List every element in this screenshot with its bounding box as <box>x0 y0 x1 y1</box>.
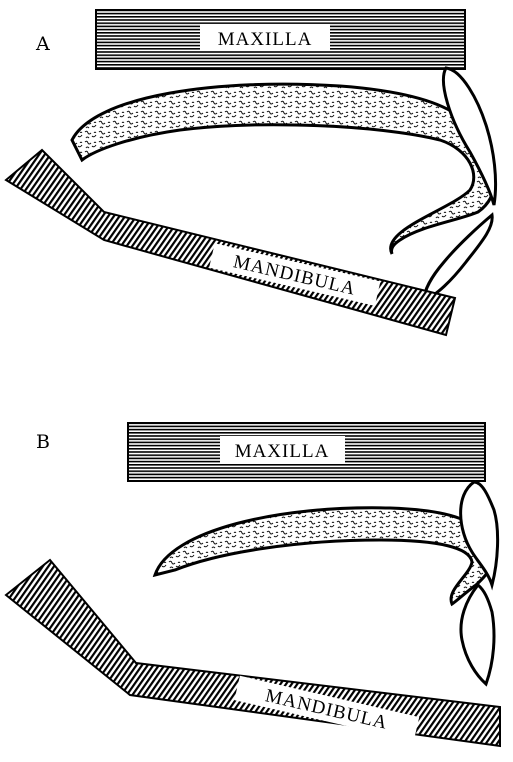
panel-a-mandible-bar <box>6 150 455 335</box>
panel-b-maxilla: MAXILLA <box>128 423 485 481</box>
panel-b-maxilla-label: MAXILLA <box>235 441 330 462</box>
panel-a: A MAXILLA MANDIBULA <box>6 10 496 335</box>
panel-b-mandible: MANDIBULA <box>6 560 500 746</box>
panel-b-lower-incisor <box>461 585 494 684</box>
panel-a-mandible: MANDIBULA <box>6 150 455 335</box>
panel-a-lower-incisor <box>424 215 492 300</box>
panel-a-maxilla-label: MAXILLA <box>218 29 313 50</box>
panel-b-letter: B <box>36 431 50 453</box>
panel-b-tongue <box>155 508 495 604</box>
panel-a-maxilla: MAXILLA <box>96 10 465 69</box>
panel-a-letter: A <box>35 33 50 55</box>
panel-b: B MAXILLA MANDIBULA <box>6 423 500 746</box>
panel-b-mandible-bar <box>6 560 500 746</box>
